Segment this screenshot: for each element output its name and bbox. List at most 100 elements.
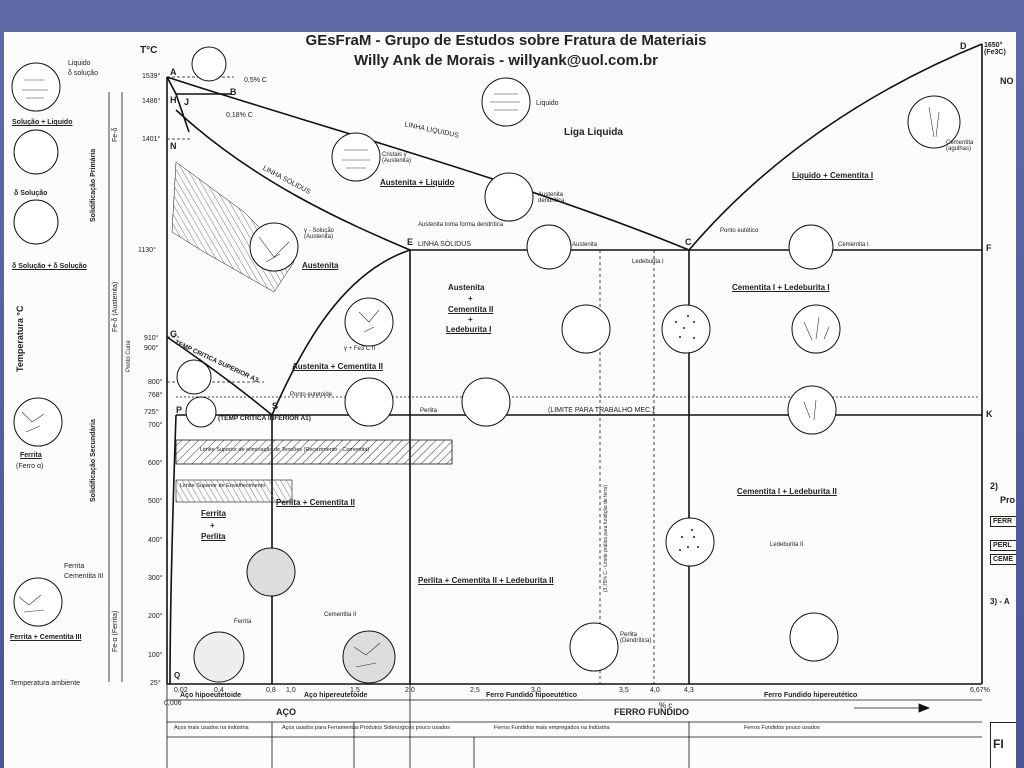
- point-c: C: [685, 237, 692, 247]
- micro-pf: [185, 396, 217, 428]
- aust-dendritic-label: Austenita toma forma dendrítica: [418, 222, 504, 228]
- right-fi: FI: [990, 722, 1016, 768]
- micro-cem-led-2: [787, 385, 837, 435]
- ambient-label: Temperatura ambiente: [10, 680, 81, 687]
- point-a: A: [170, 67, 177, 77]
- right-no: NO: [1000, 76, 1014, 86]
- y-axis-title: T°C: [140, 45, 158, 56]
- legend-delta-gamma: δ Solução + δ Solução: [12, 263, 87, 270]
- bottom-ff-hipo: Ferro Fundido hipoeutético: [486, 692, 577, 699]
- micro-cem-led-1: [791, 304, 841, 354]
- title-line-1: GEsFraM - Grupo de Estudos sobre Fratura…: [305, 32, 707, 49]
- eutectoid-point-label: Ponto eutetoide: [290, 392, 333, 398]
- legend-ferrita: Ferrita: [20, 452, 42, 459]
- right-p3: 3) - A: [990, 597, 1010, 606]
- stress-relief-label: Limite Superior de eliminação de Tensões…: [200, 447, 370, 453]
- note-3: Produtos Siderúrgicos pouco usados: [360, 725, 450, 731]
- curie-label: Ponto Curie: [126, 340, 132, 372]
- stress-relief-band: [175, 439, 453, 465]
- ytick: 400°: [148, 537, 163, 544]
- ytick: 768°: [148, 392, 163, 399]
- ytick: 1130°: [138, 247, 156, 254]
- xtick: 0,4: [214, 687, 224, 694]
- xtick: 3,0: [531, 687, 541, 694]
- liquidus-line: [166, 76, 690, 251]
- note-1: Aços mais usados na indústria: [174, 725, 249, 731]
- xtick: 2,0: [405, 687, 415, 694]
- micro-led-1: [561, 304, 611, 354]
- solidus-line: [175, 109, 411, 251]
- xtick: 0,006: [164, 700, 182, 707]
- ytick: 600°: [148, 460, 163, 467]
- aging-limit-band: [175, 479, 293, 503]
- micro-perlite-1: [461, 377, 511, 427]
- c018-label: 0,18% C: [226, 112, 253, 119]
- phase-perl-cem-led: Perlita + Cementita II + Ledeburita II: [418, 576, 554, 585]
- legend-d-solucao: δ solução: [68, 70, 98, 77]
- phase-diagram: [11, 43, 983, 768]
- xtick: 4,0: [650, 687, 660, 694]
- ytick: 25°: [150, 680, 161, 687]
- phase-acl-3: Cementita II: [448, 305, 494, 314]
- phase-liq-cem: Liquido + Cementita I: [792, 171, 874, 180]
- ytick: 300°: [148, 575, 163, 582]
- ytick: 200°: [148, 613, 163, 620]
- phase-acl-2: +: [468, 294, 473, 303]
- phase-aust-liq: Austenita + Liquido: [380, 178, 455, 187]
- xtick: 1,0: [286, 687, 296, 694]
- micro-label-cementita-ii: Cementita II: [324, 612, 357, 618]
- right-pro: Pro: [1000, 495, 1016, 505]
- legend-cementita-iii: Cementita III: [64, 573, 104, 580]
- legend-ferrita-cem: Ferrita + Cementita III: [10, 634, 82, 641]
- micro-g-fe: [176, 359, 212, 395]
- micro-needle: [907, 95, 961, 149]
- micro-delta-liq: [13, 129, 59, 175]
- point-f: F: [986, 243, 992, 253]
- phase-perl-cem: Perlita + Cementita II: [276, 498, 355, 507]
- right-ceme: CEME: [990, 554, 1016, 565]
- eutectic-point-label: Ponto eutético: [720, 228, 759, 234]
- phase-austenite: Austenita: [302, 261, 339, 270]
- limit-work-label: (LIMITE PARA TRABALHO MEC.): [548, 407, 655, 414]
- acm-line: [271, 249, 411, 416]
- diagram-sheet: GEsFraM - Grupo de Estudos sobre Fratura…: [4, 32, 1016, 768]
- x-unit: % c: [659, 701, 673, 710]
- c05-label: 0,5% C: [244, 77, 267, 84]
- micro-ferr-perl: [193, 631, 245, 683]
- point-k: K: [986, 409, 993, 419]
- sol-sec-label: Solidificação Secundária: [90, 419, 97, 502]
- micro-austenite: [249, 222, 299, 272]
- right-p2: 2): [990, 481, 999, 491]
- ytick: 725°: [144, 409, 159, 416]
- micro-label-ledeburita-ii: Ledeburita II: [770, 542, 804, 548]
- phase-cem-led2: Cementita I + Ledeburita II: [737, 487, 837, 496]
- micro-label-ledeburita-i: Ledeburita I: [632, 259, 664, 265]
- delta-solvus: [166, 76, 190, 133]
- micro-pearlite-big: [246, 547, 296, 597]
- micro-label-cementita: Cementita (agulhas): [946, 140, 974, 152]
- ytick: 1539°: [142, 73, 161, 80]
- y-axis-label: Temperatura °C: [15, 305, 25, 372]
- micro-liquid-left: [11, 62, 61, 112]
- micro-led-2: [661, 304, 711, 354]
- phase-ferr-1: Ferrita: [201, 509, 226, 518]
- micro-cem-led-3: [789, 612, 839, 662]
- phase-acl-5: Ledeburita I: [446, 325, 492, 334]
- micro-label-cementita-i: Cementita I: [838, 242, 869, 248]
- micro-dendrit-bottom: [569, 622, 619, 672]
- legend-ferrita-lbl: Ferrita: [64, 563, 85, 570]
- phase-acl-4: +: [468, 315, 473, 324]
- micro-label-perlita: Perlita: [420, 408, 438, 414]
- point-h: H: [170, 95, 177, 105]
- micro-cem-ii: [342, 630, 396, 684]
- note-2: Aços usados para Ferramentas: [282, 725, 359, 731]
- micro-dendrit: [484, 172, 534, 222]
- point-n: N: [170, 141, 177, 151]
- phase-ferr-3: Perlita: [201, 532, 226, 541]
- bottom-aco: AÇO: [276, 707, 296, 717]
- point-d: D: [960, 41, 967, 51]
- right-ferr: FERR: [990, 516, 1016, 527]
- ytick: 910°: [144, 335, 159, 342]
- micro-top-liq: [191, 46, 227, 82]
- point-g: G: [170, 329, 178, 339]
